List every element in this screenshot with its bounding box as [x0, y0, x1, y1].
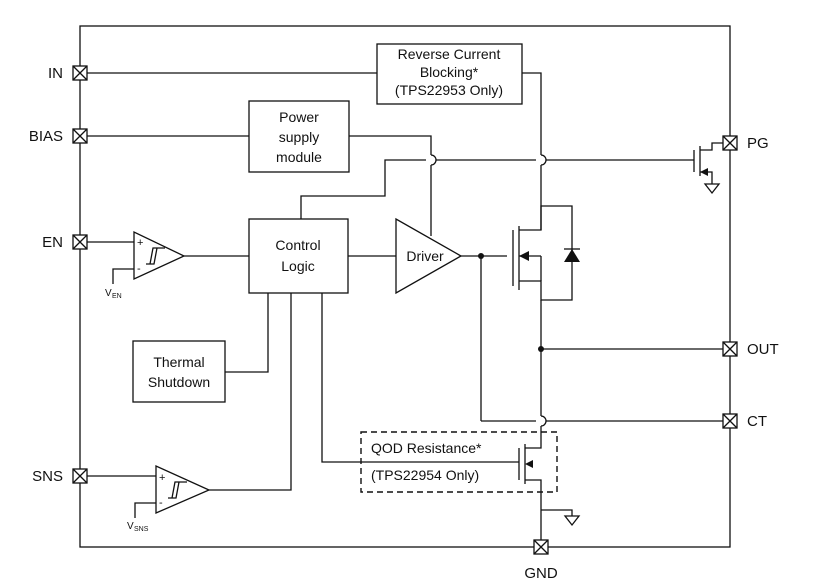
thermal-shutdown-label-2: Shutdown [148, 374, 210, 390]
en-hysteresis-icon [146, 247, 165, 265]
pin-bias-label: BIAS [29, 128, 63, 145]
sns-hysteresis-icon [168, 481, 187, 499]
pin-gnd-label: GND [524, 565, 558, 582]
power-fet-arrow [519, 251, 529, 261]
thermal-shutdown-block: Thermal Shutdown [132, 340, 226, 403]
control-logic-label-1: Control [275, 237, 320, 253]
qod-resistance-block: QOD Resistance* (TPS22954 Only) [360, 431, 558, 493]
power-supply-block: Power supply module [248, 100, 350, 173]
thermal-shutdown-label-1: Thermal [153, 354, 204, 370]
pin-ct-label: CT [747, 413, 767, 430]
qod-fet-arrow [525, 460, 533, 468]
driver-label: Driver [406, 248, 444, 264]
ven-subscript: EN [112, 293, 122, 300]
power-supply-label-1: Power [279, 109, 319, 125]
pin-out: OUT [722, 341, 779, 358]
driver-block: Driver [395, 217, 463, 295]
pg-ground-icon [703, 183, 721, 195]
pin-en: EN [42, 234, 88, 251]
en-comparator-minus: - [137, 263, 141, 275]
pin-pg: PG [722, 135, 769, 152]
power-supply-label-3: module [276, 149, 322, 165]
pin-in: IN [48, 65, 88, 82]
ven-label: V [105, 288, 112, 299]
sns-comparator-minus: - [159, 497, 163, 509]
reverse-current-label-2: Blocking* [420, 64, 479, 80]
reverse-current-label-3: (TPS22953 Only) [395, 82, 503, 98]
vsns-subscript: SNS [134, 526, 149, 533]
power-supply-label-2: supply [279, 129, 319, 145]
en-comparator: + - V EN [105, 230, 186, 300]
pin-bias: BIAS [29, 128, 88, 145]
reverse-current-label-1: Reverse Current [398, 46, 501, 62]
body-diode [564, 249, 580, 262]
sns-comparator-plus: + [159, 472, 165, 484]
pin-in-label: IN [48, 65, 63, 82]
pin-gnd: GND [524, 539, 558, 582]
en-comparator-plus: + [137, 237, 143, 249]
qod-label-1: QOD Resistance* [371, 440, 482, 456]
qod-ground-icon [563, 515, 581, 527]
reverse-current-block: Reverse Current Blocking* (TPS22953 Only… [376, 43, 523, 105]
chip-outline [79, 25, 731, 548]
qod-label-2: (TPS22954 Only) [371, 467, 479, 483]
pin-pg-label: PG [747, 135, 769, 152]
junction-out [538, 346, 544, 352]
control-logic-block: Control Logic [248, 218, 349, 294]
pg-fet-arrow [700, 168, 708, 176]
control-logic-label-2: Logic [281, 258, 314, 274]
pin-ct: CT [722, 413, 767, 430]
sns-comparator: + - V SNS [127, 464, 211, 533]
pin-out-label: OUT [747, 341, 779, 358]
junction-gate [478, 253, 484, 259]
pin-sns: SNS [32, 468, 88, 485]
pin-sns-label: SNS [32, 468, 63, 485]
pin-en-label: EN [42, 234, 63, 251]
vsns-label: V [127, 521, 134, 532]
